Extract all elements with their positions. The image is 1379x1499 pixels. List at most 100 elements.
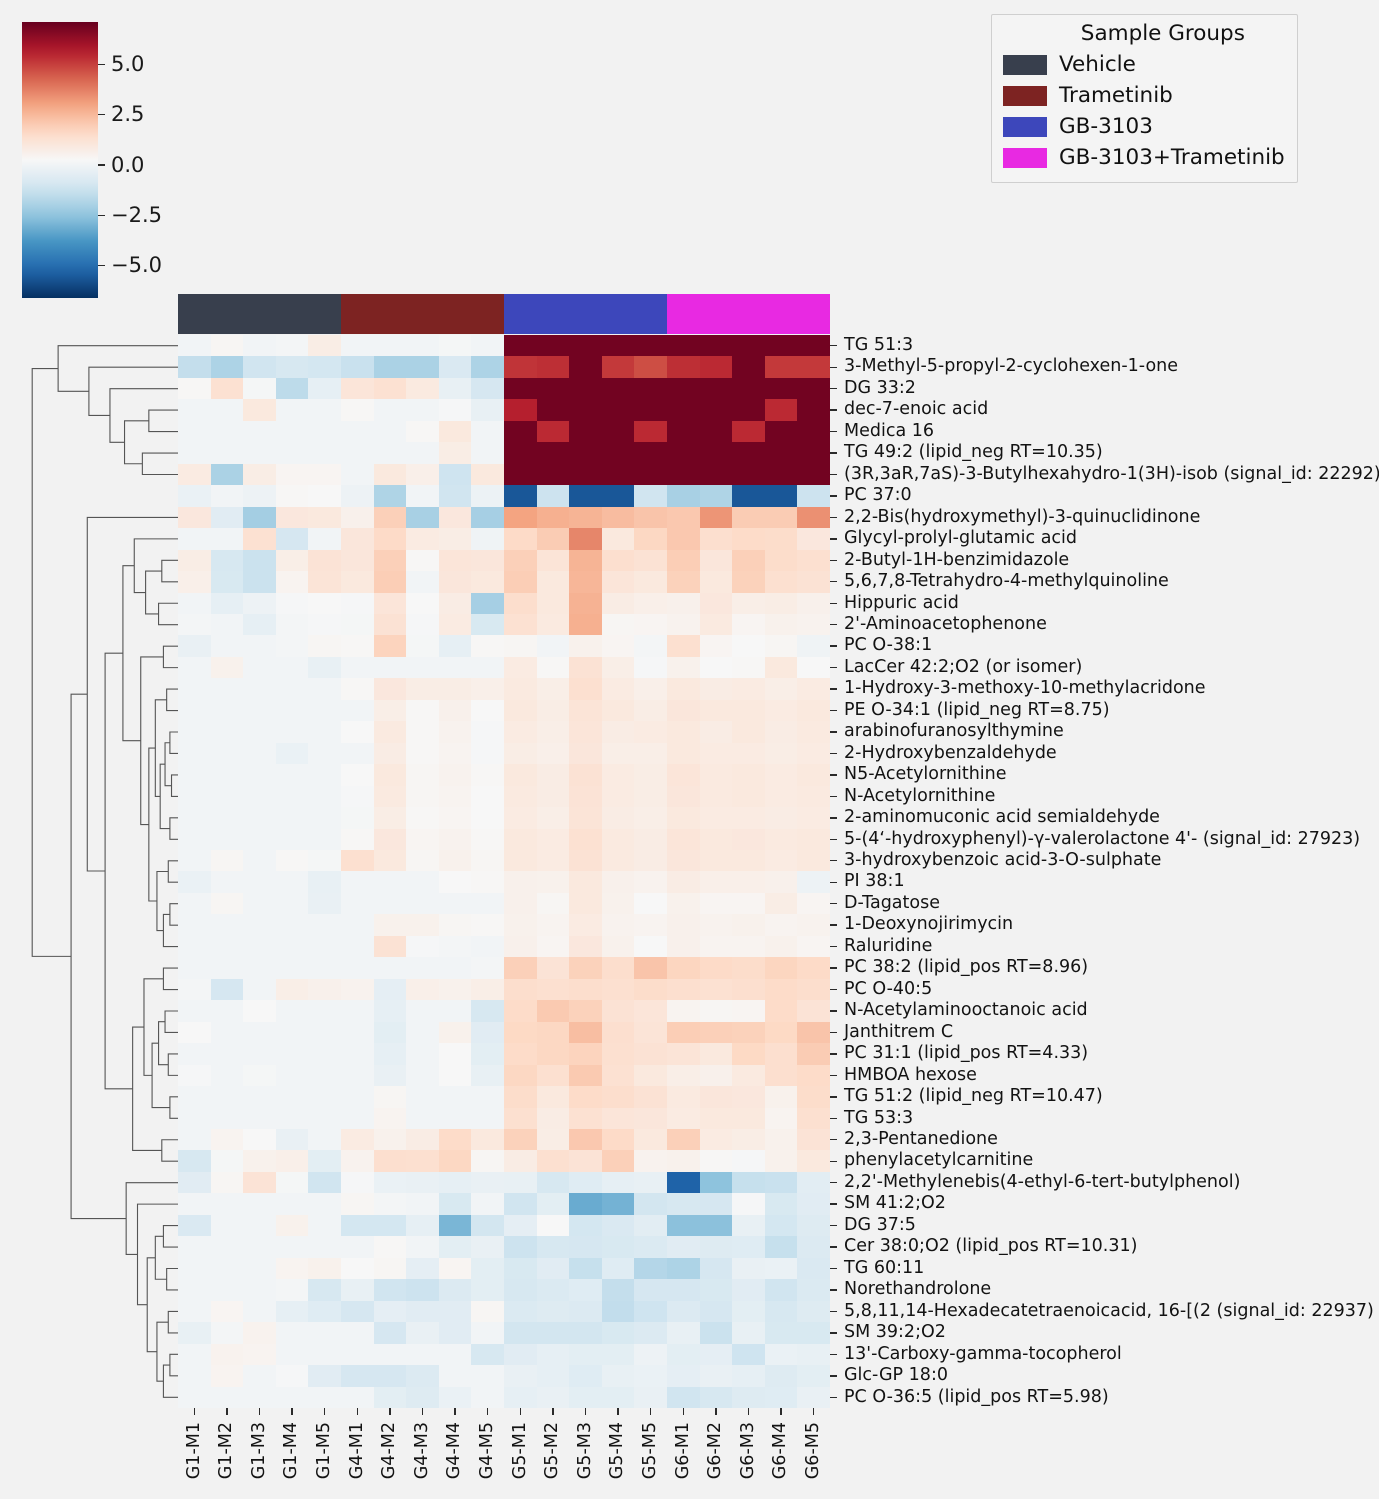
- row-tick-mark: [830, 473, 837, 476]
- heatmap-cell: [178, 1043, 211, 1065]
- heatmap-cell: [666, 635, 700, 657]
- heatmap-cell: [308, 1021, 341, 1044]
- heatmap-cell: [340, 356, 374, 378]
- heatmap-cell: [373, 678, 407, 700]
- heatmap-cell: [243, 399, 276, 421]
- heatmap-cell: [699, 1086, 733, 1108]
- heatmap-cell: [503, 935, 537, 958]
- heatmap-cell: [732, 1107, 765, 1130]
- heatmap-cell: [178, 1171, 211, 1194]
- legend-item-vehicle[interactable]: Vehicle: [1003, 49, 1285, 80]
- heatmap-cell: [210, 528, 244, 550]
- heatmap-cell: [601, 506, 635, 529]
- heatmap-cell: [503, 807, 537, 829]
- heatmap-cell: [373, 592, 407, 614]
- heatmap-cell: [471, 420, 504, 443]
- row-label-text: Glycyl-prolyl-glutamic acid: [844, 528, 1078, 549]
- heatmap-cell: [503, 1193, 537, 1215]
- column-label-text: G5-M4: [607, 1422, 628, 1480]
- heatmap-cell: [503, 764, 537, 786]
- row-tick-mark: [830, 1203, 837, 1205]
- heatmap-cell: [340, 742, 374, 765]
- heatmap-cell: [373, 571, 407, 593]
- heatmap-cell: [275, 549, 309, 572]
- heatmap-cell: [503, 1279, 537, 1301]
- row-label-text: DG 37:5: [844, 1214, 916, 1235]
- heatmap-cell: [634, 1343, 667, 1366]
- heatmap-cell: [275, 613, 309, 636]
- heatmap-cell: [634, 828, 667, 851]
- heatmap-cell: [536, 1129, 570, 1151]
- heatmap-cell: [536, 1214, 570, 1237]
- heatmap-cell: [275, 506, 309, 529]
- heatmap-cell: [634, 356, 667, 378]
- heatmap-cell: [210, 1386, 244, 1408]
- legend-item-gb-3103-trametinib[interactable]: GB-3103+Trametinib: [1003, 142, 1285, 173]
- heatmap-cell: [210, 420, 244, 443]
- heatmap-cell: [503, 850, 537, 872]
- heatmap-cell: [406, 1365, 439, 1387]
- heatmap-cell: [666, 978, 700, 1001]
- heatmap-cell: [699, 1386, 733, 1408]
- heatmap-cell: [471, 935, 504, 958]
- heatmap-cell: [340, 1300, 374, 1323]
- heatmap-cell: [699, 592, 733, 614]
- heatmap-cell: [797, 935, 830, 958]
- dendrogram-link: [162, 1225, 178, 1248]
- heatmap-cell: [406, 1107, 439, 1130]
- heatmap-cell: [178, 377, 211, 400]
- heatmap-cell: [634, 1257, 667, 1280]
- heatmap-cell: [210, 1086, 244, 1108]
- legend-label: Trametinib: [1059, 82, 1173, 108]
- heatmap-cell: [601, 1236, 635, 1258]
- heatmap-cell: [536, 1300, 570, 1323]
- legend-item-gb-3103[interactable]: GB-3103: [1003, 111, 1285, 142]
- heatmap-cell: [634, 656, 667, 679]
- dendrogram-link: [162, 1364, 178, 1398]
- heatmap-cell: [340, 1343, 374, 1366]
- heatmap-cell: [438, 528, 472, 550]
- heatmap-cell: [471, 1343, 504, 1366]
- heatmap-cell: [764, 463, 798, 486]
- heatmap-cell: [406, 1386, 439, 1408]
- heatmap-cell: [406, 892, 439, 915]
- row-tick-mark: [830, 624, 837, 626]
- heatmap-cell: [308, 721, 341, 743]
- heatmap-cell: [764, 1343, 798, 1366]
- heatmap-cell: [536, 978, 570, 1001]
- heatmap-cell: [406, 1000, 439, 1022]
- row-tick-mark: [830, 1096, 837, 1098]
- heatmap-cell: [243, 1386, 276, 1408]
- legend-item-trametinib[interactable]: Trametinib: [1003, 80, 1285, 111]
- heatmap-cell: [340, 764, 374, 786]
- heatmap-cell: [634, 1279, 667, 1301]
- heatmap-cell: [503, 571, 537, 593]
- heatmap-cell: [406, 377, 439, 400]
- heatmap-cell: [536, 592, 570, 614]
- heatmap-cell: [210, 1343, 244, 1366]
- heatmap-cell: [275, 528, 309, 550]
- heatmap-cell: [601, 1193, 635, 1215]
- heatmap-cell: [373, 335, 407, 357]
- heatmap-cell: [243, 1257, 276, 1280]
- heatmap-cell: [178, 764, 211, 786]
- heatmap-cell: [569, 463, 602, 486]
- heatmap-cell: [210, 828, 244, 851]
- heatmap-cell: [308, 335, 341, 357]
- heatmap-cell: [275, 871, 309, 893]
- heatmap-cell: [634, 1386, 667, 1408]
- heatmap-cell: [634, 1171, 667, 1194]
- row-tick-mark: [830, 731, 837, 733]
- heatmap-cell: [764, 1043, 798, 1065]
- heatmap-cell: [601, 1064, 635, 1087]
- heatmap-cell: [634, 935, 667, 958]
- heatmap-cell: [536, 699, 570, 722]
- column-tick-mark: [421, 1408, 424, 1415]
- row-label-text: 2,2'-Methylenebis(4-ethyl-6-tert-butylph…: [844, 1171, 1241, 1192]
- heatmap-cell: [243, 571, 276, 593]
- heatmap-cell: [178, 957, 211, 979]
- heatmap-cell: [503, 549, 537, 572]
- heatmap-cell: [178, 549, 211, 572]
- heatmap-cell: [732, 1343, 765, 1366]
- heatmap-cell: [406, 957, 439, 979]
